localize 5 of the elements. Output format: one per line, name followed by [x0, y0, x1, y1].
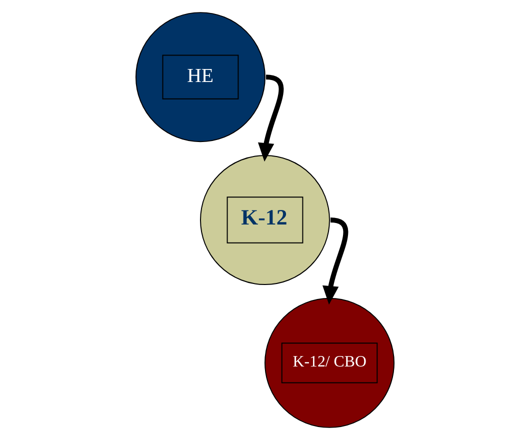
node-circle: HE — [135, 12, 266, 142]
arrow — [322, 218, 348, 305]
node-circle: K-12 — [200, 154, 330, 286]
node-circle: K-12/ CBO — [264, 298, 395, 428]
arrow — [258, 74, 284, 162]
